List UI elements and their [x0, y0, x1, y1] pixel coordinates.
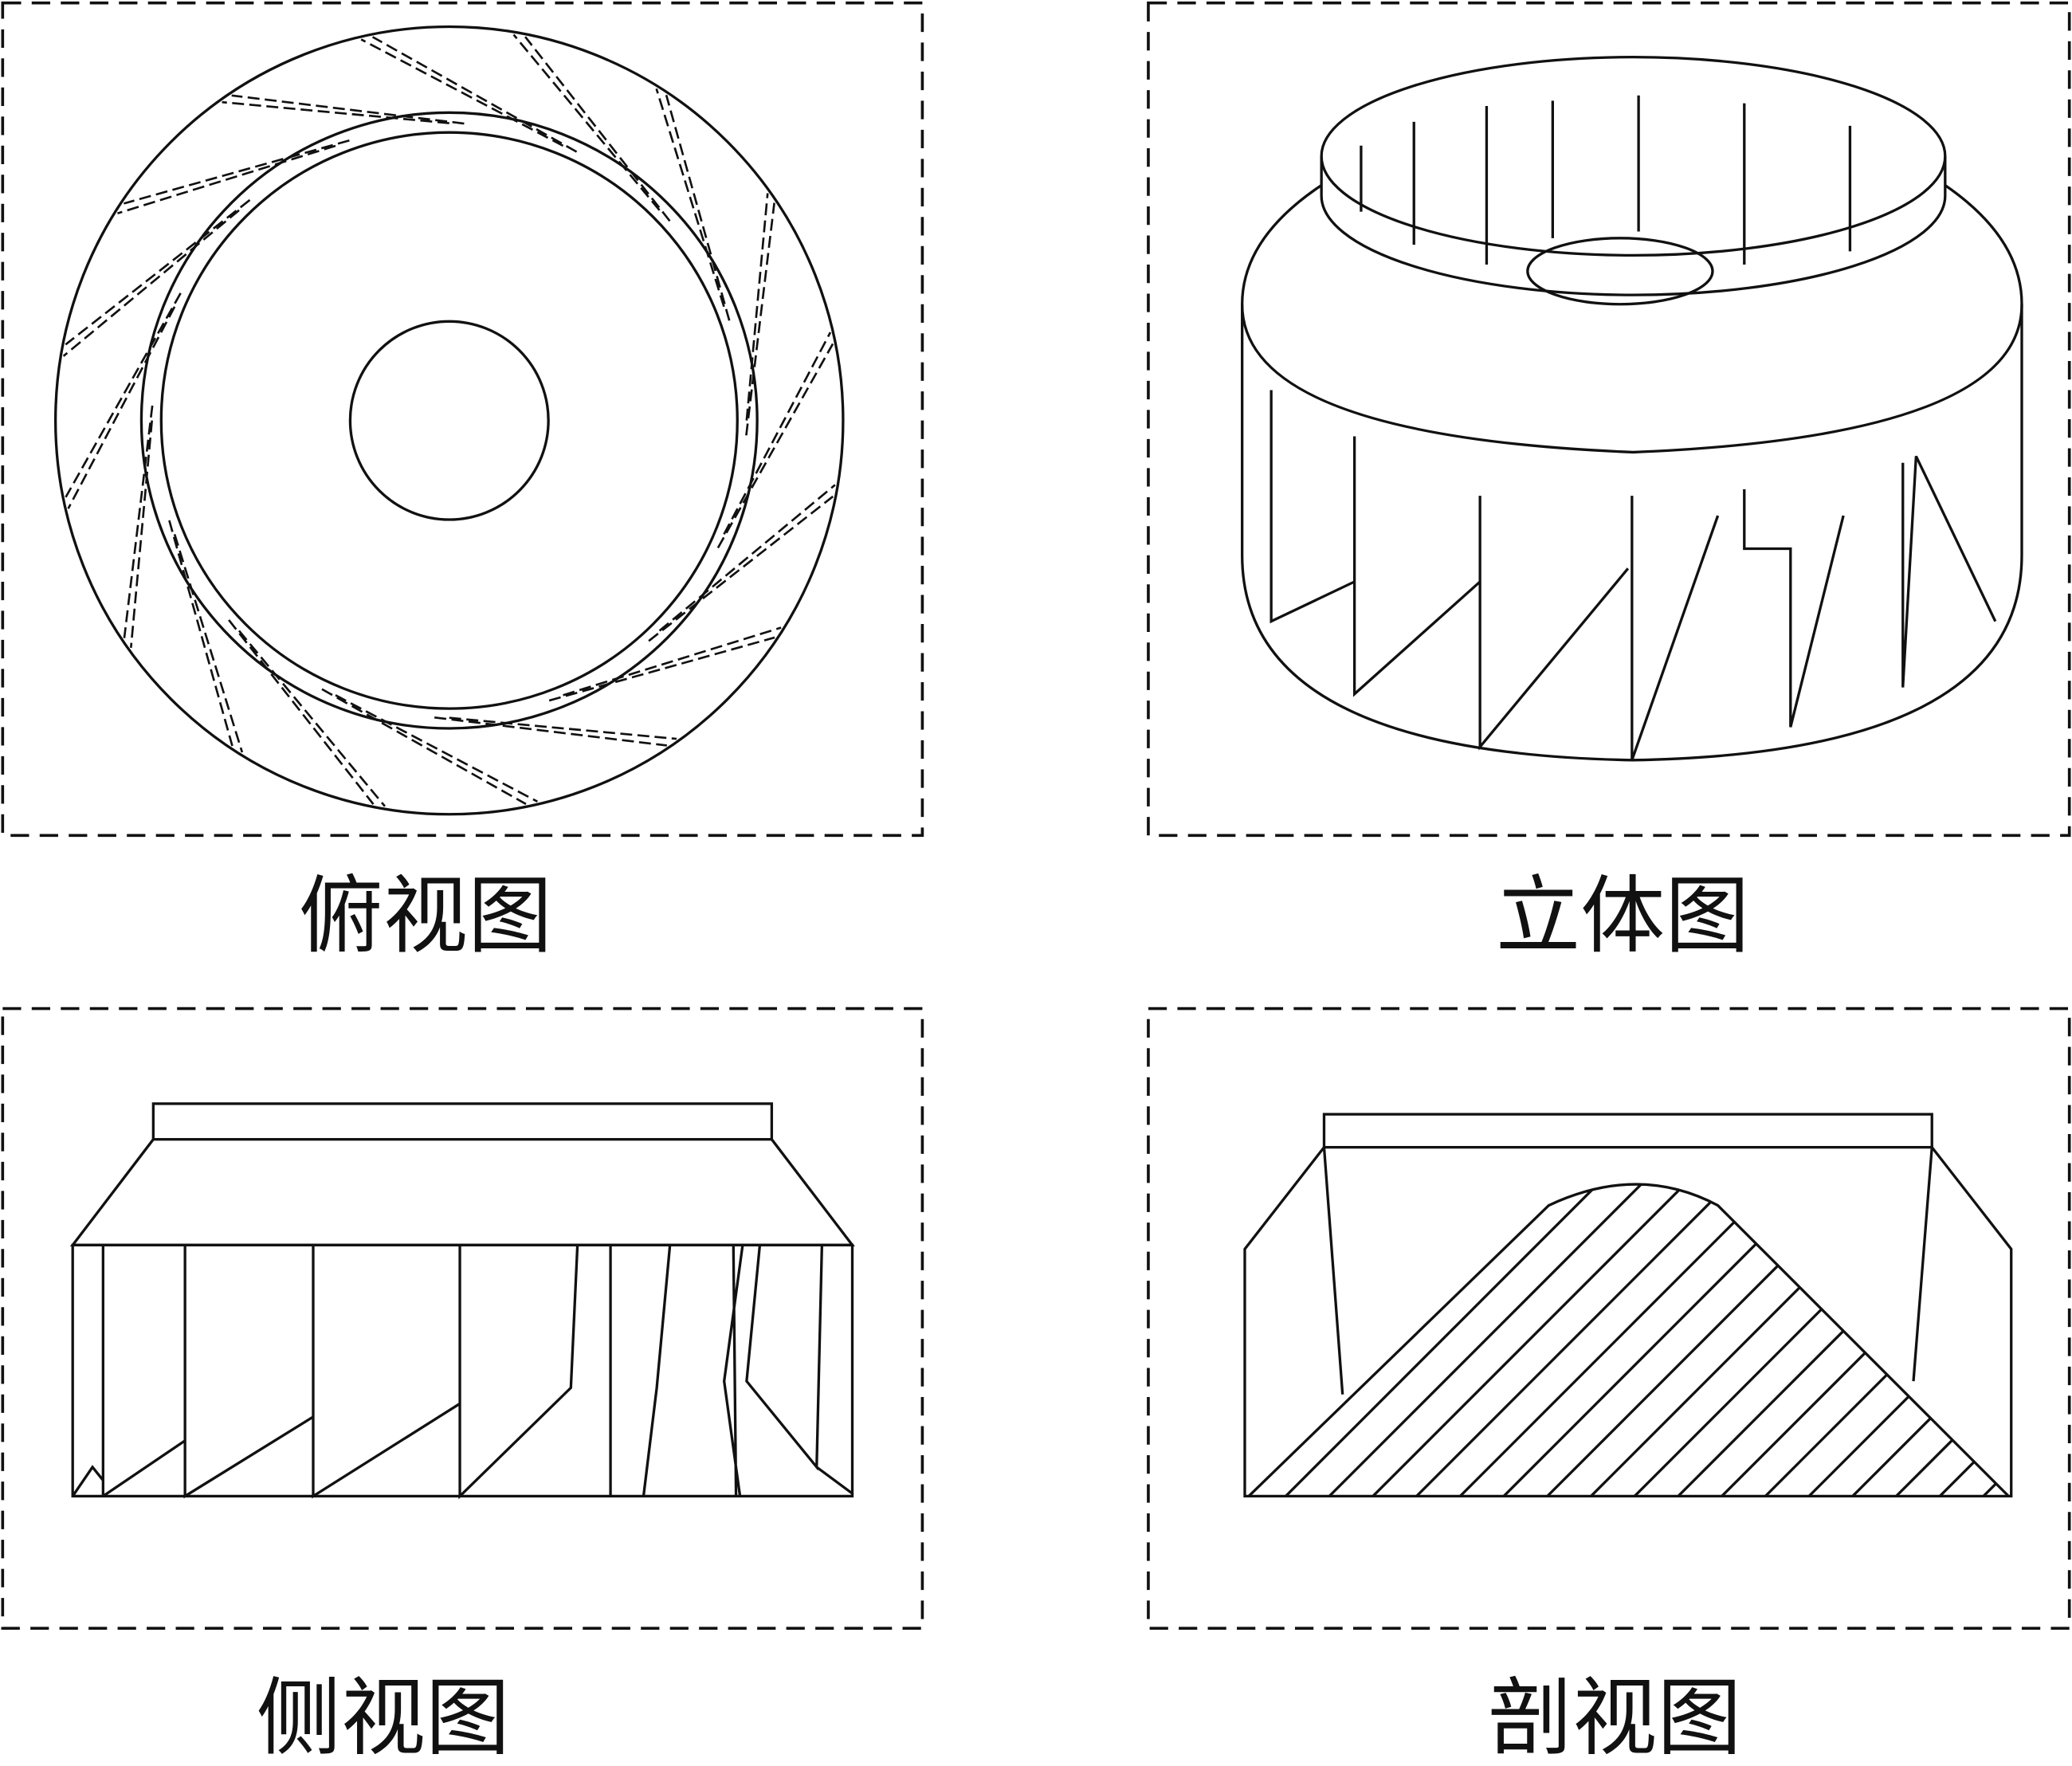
hatch-line	[1248, 1184, 1489, 1497]
hatch-line	[1885, 1184, 2009, 1497]
hatch-line	[1928, 1184, 2009, 1497]
side-view-panel: 侧视图	[1, 1007, 924, 1766]
shroud-cone	[1241, 184, 2023, 454]
blade-line	[512, 33, 671, 222]
section-view-panel: 剖视图	[1147, 1007, 2072, 1766]
blade-line	[117, 139, 350, 214]
hub-profile	[1247, 1183, 2010, 1497]
blade-line	[65, 292, 182, 509]
blade-body	[71, 1243, 854, 1498]
hatch-line	[1273, 1184, 1620, 1497]
outer-rim	[53, 25, 845, 816]
hatch-line	[2016, 1164, 2072, 1507]
side-blades	[71, 1245, 854, 1500]
blade-line	[321, 688, 538, 806]
section-outline	[1243, 1146, 2013, 1498]
hatch-line	[1579, 1184, 1925, 1497]
blade-line	[228, 619, 386, 807]
hatch-line	[1405, 1184, 1751, 1497]
hatch-line	[1361, 1184, 1707, 1497]
top-ring	[151, 1102, 774, 1141]
hatch-line	[1248, 1184, 1532, 1497]
shroud-outline	[69, 1138, 855, 1246]
blade-line	[745, 193, 775, 436]
iso-view-frame	[1147, 1, 2071, 838]
blade-line	[222, 94, 465, 125]
hub-circle	[348, 320, 550, 521]
blade-line	[648, 484, 836, 642]
blade-line	[548, 626, 782, 702]
hatch-line	[1248, 1184, 1576, 1497]
blade-line	[123, 405, 154, 648]
hatch-line	[1492, 1184, 1839, 1497]
iso-view-panel: 立体图	[1147, 1, 2071, 966]
blade-line	[168, 520, 244, 753]
hatch-line	[1448, 1184, 1795, 1497]
hatch-line	[1841, 1184, 2009, 1497]
caption-section-view: 剖视图	[1488, 1669, 1741, 1766]
blade-edges	[1322, 1147, 1933, 1395]
blade-line	[62, 198, 251, 357]
blade-line	[360, 36, 578, 153]
hatch-line	[1710, 1184, 2009, 1497]
caption-side-view: 侧视图	[257, 1669, 510, 1766]
section-view-frame	[1147, 1007, 2071, 1631]
hatch-line	[1972, 1184, 2009, 1497]
blade-line	[434, 716, 677, 747]
inner-ring-outer	[139, 111, 759, 730]
hatch-line	[1753, 1184, 2009, 1497]
hub-hatching	[1248, 1164, 2072, 1507]
hatch-line	[1536, 1184, 1882, 1497]
hatch-line	[1248, 1184, 1402, 1497]
blade-line	[655, 88, 731, 321]
top-ring-side	[1320, 156, 1947, 296]
blade-lines	[62, 33, 836, 807]
inner-ring-inner	[159, 131, 739, 710]
inner-hub-ellipse	[1526, 237, 1714, 306]
caption-top-view: 俯视图	[299, 867, 552, 966]
side-view-frame	[1, 1007, 924, 1631]
top-ring	[1322, 1113, 1933, 1149]
top-view-frame	[1, 1, 924, 838]
caption-iso-view: 立体图	[1496, 867, 1749, 966]
hatch-line	[1666, 1184, 2009, 1497]
hatch-line	[1317, 1184, 1664, 1497]
top-view-panel: 俯视图	[1, 1, 924, 966]
blade-line	[716, 332, 834, 549]
iso-blades	[1269, 95, 1997, 761]
